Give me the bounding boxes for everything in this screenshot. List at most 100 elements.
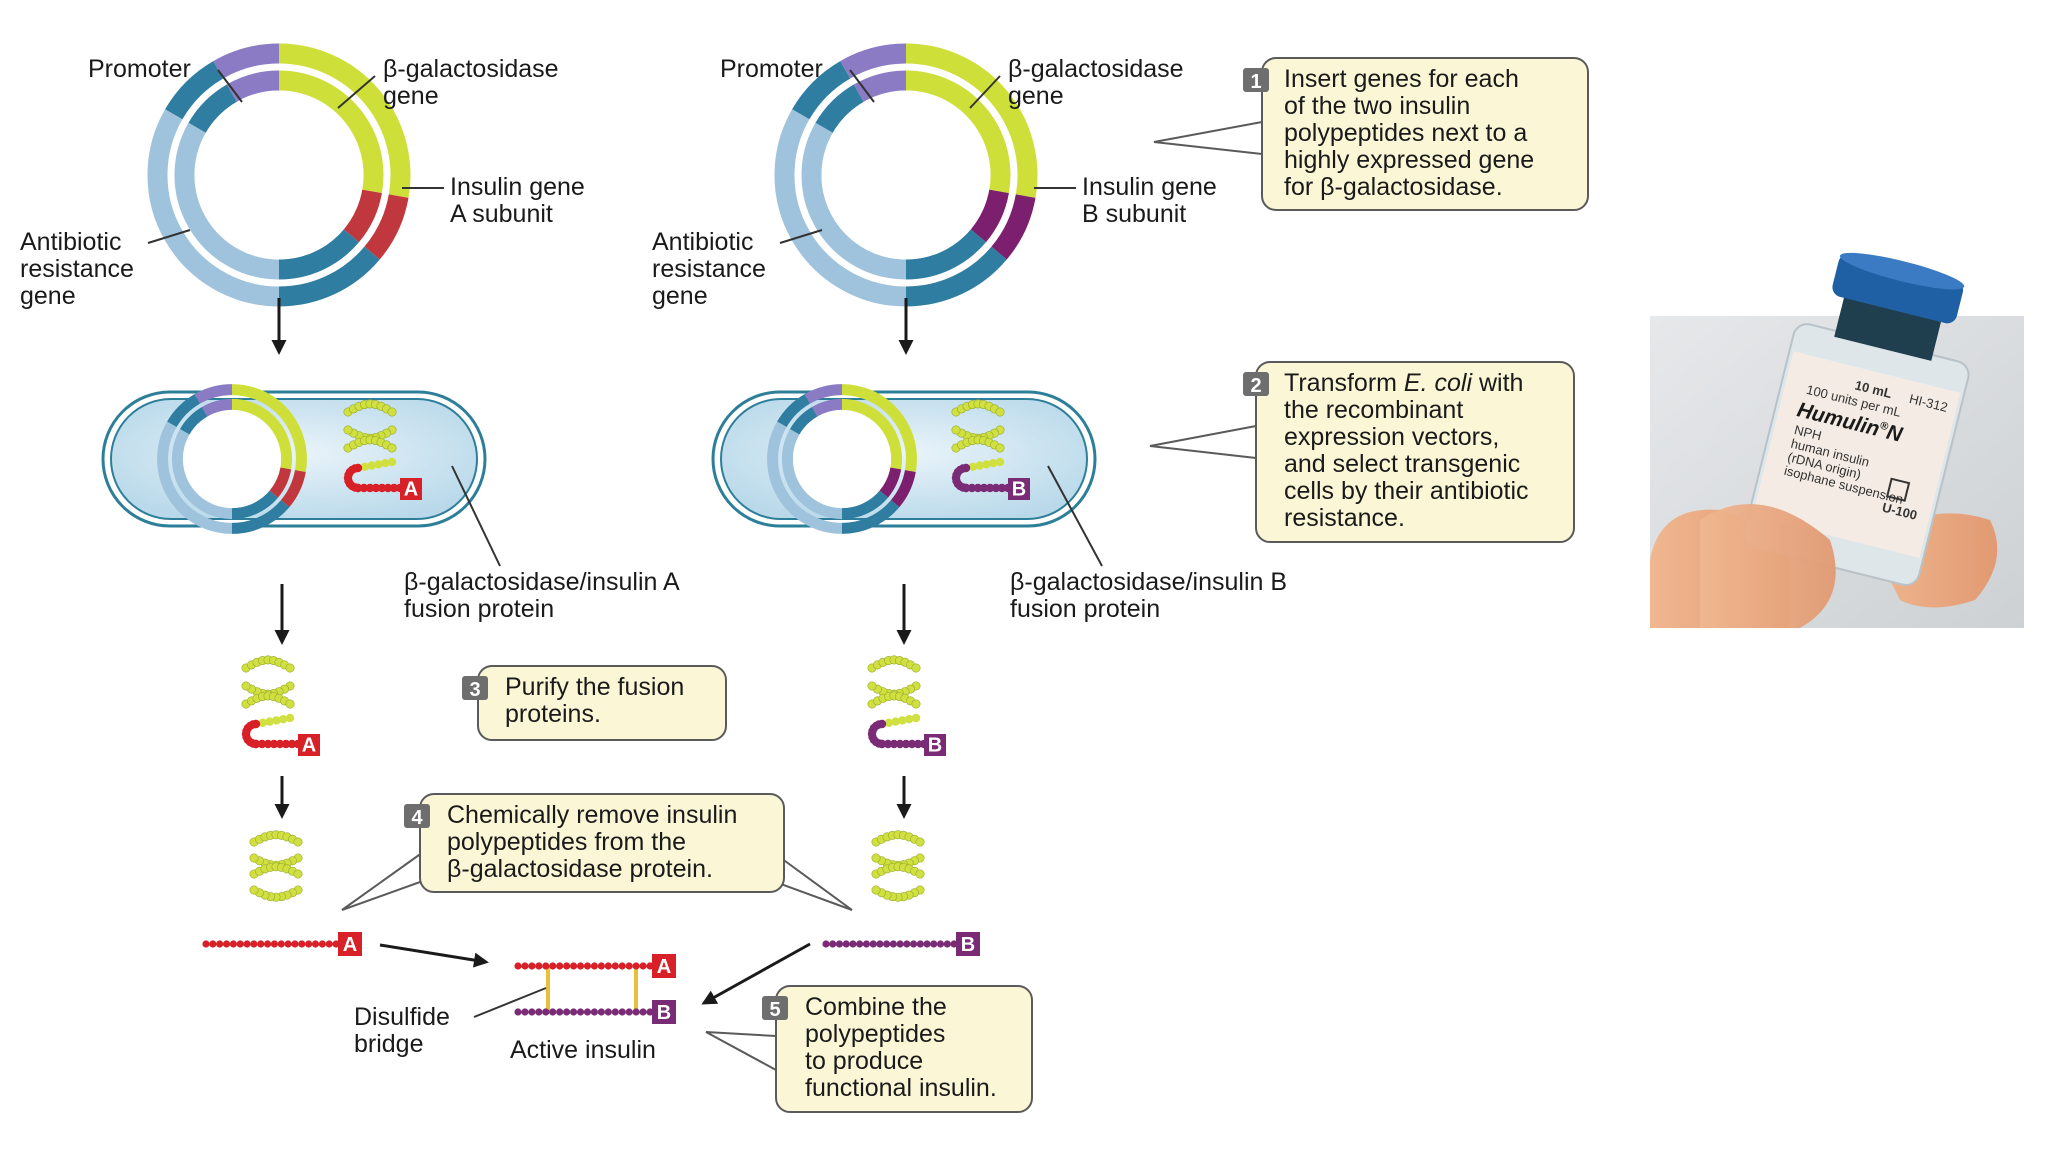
bgal-segment-inner [278, 70, 384, 194]
insulin-chain-a-bead [590, 962, 599, 970]
chain-a-bead [209, 940, 217, 948]
leader-disulfide [473, 987, 547, 1018]
step-4-box [419, 793, 785, 893]
step-2-line-2: the recombinant [1284, 396, 1463, 424]
cell-plasmid-a [157, 384, 307, 534]
chain-b-bead [829, 940, 837, 948]
backbone-segment-outer [165, 61, 224, 120]
bgal-segment-inner [905, 70, 1011, 194]
free-coil-a-bead [293, 837, 303, 847]
insulin-chain-a-bead [576, 962, 585, 970]
insulin-chain-b-bead [549, 1008, 557, 1016]
label-antibiotic-b-3: gene [652, 282, 708, 310]
chain-b-bead [856, 940, 864, 948]
chain-b-bead [930, 940, 938, 948]
insulin-chain-b-bead [563, 1008, 571, 1016]
chain-bead [961, 483, 971, 493]
tail-bead [975, 461, 984, 470]
free-coil-b-bead [915, 837, 925, 847]
chain-b-bead [842, 940, 850, 948]
step-2-line-1-post: with [1472, 369, 1523, 397]
insulin-chain-a-bead [563, 962, 571, 970]
chain-bead [991, 483, 1001, 493]
antibiotic-segment-inner [781, 428, 843, 520]
tail-bead [982, 460, 991, 469]
chain-bead [979, 483, 989, 493]
antibiotic-segment-inner [174, 122, 280, 280]
step-2-line-6: resistance. [1284, 504, 1405, 532]
insulin-chain-b-bead [632, 1008, 640, 1016]
insulin-chain-a-bead [556, 962, 564, 970]
tail-bead [272, 716, 281, 725]
free-bgal-coil-b [871, 830, 925, 902]
backbone-segment-outer [841, 499, 900, 534]
tail-bead [381, 459, 390, 468]
step-3-number: 3 [469, 679, 480, 701]
tag-box [298, 734, 320, 756]
step-3-line-1: Purify the fusion [505, 673, 684, 701]
step-2-badge [1243, 372, 1269, 396]
step-4-callout: 4 Chemically remove insulin polypeptides… [341, 793, 853, 911]
coil-bead [995, 443, 1005, 453]
chain-a-bead [305, 940, 313, 948]
chain-bead [901, 739, 911, 749]
insulin-chain-a-bead [597, 962, 605, 970]
step-1-line-5: for β-galactosidase. [1284, 173, 1503, 201]
insulin-segment-inner [879, 467, 902, 498]
step-5-line-4: functional insulin. [805, 1074, 997, 1102]
vial-reg: ® [1879, 420, 1891, 434]
tag-a-letter: A [343, 934, 357, 956]
chain-b-bead [943, 940, 951, 948]
step-5-badge [762, 996, 788, 1020]
active-insulin-molecule: AB [514, 954, 676, 1024]
insulin-chain-a-bead [569, 962, 578, 970]
chain-b-bead [883, 940, 891, 948]
insulin-segment-outer [890, 469, 916, 508]
insulin-chain-a-bead [535, 962, 543, 970]
chain-b-bead [903, 940, 911, 948]
chain-bead [263, 739, 273, 749]
step-2-line-1: Transform E. coli with [1284, 369, 1523, 397]
backbone-segment-outer [905, 246, 1007, 307]
callout-pointer-1 [1153, 121, 1263, 155]
promoter-segment-outer [213, 43, 280, 79]
step-5-line-1: Combine the [805, 993, 947, 1021]
chain-a-bead [332, 940, 340, 948]
step-5-callout: 5 Combine the polypeptides to produce fu… [705, 985, 1033, 1113]
bgal-segment-outer [841, 384, 917, 473]
insulin-chain-b-bead [611, 1008, 619, 1016]
promoter-segment-inner [201, 398, 233, 417]
promoter-segment-inner [853, 70, 907, 102]
label-antibiotic-b-2: resistance [652, 255, 766, 283]
leader-bgal-a [337, 75, 376, 109]
tag-letter: B [928, 735, 942, 757]
coil-bead [387, 407, 397, 417]
step-2-line-1-em: E. coli [1404, 369, 1474, 397]
chain-bead [353, 483, 363, 493]
coil-bead [387, 443, 397, 453]
plasmid-center [194, 90, 364, 260]
tag-b-letter: B [961, 934, 975, 956]
chain-bead [973, 483, 983, 493]
leader-fusion-b [1047, 465, 1103, 567]
insulin-segment-outer [364, 194, 409, 260]
vial-line-1: NPH [1793, 422, 1823, 443]
label-bgal-gene-a-1: β-galactosidase [383, 55, 559, 83]
insulin-segment-outer [280, 469, 306, 508]
ecoli-cell-a: A [101, 384, 487, 534]
insulin-chain-b: B [822, 932, 980, 956]
label-active-insulin: Active insulin [510, 1036, 656, 1064]
backbone-segment-outer [231, 499, 290, 534]
insulin-chain-b-bead [521, 1008, 529, 1016]
coil-bead [911, 663, 921, 673]
chain-a-bead [318, 940, 326, 948]
chain-bead [287, 739, 297, 749]
chain-bead [883, 739, 893, 749]
step-5-number: 5 [769, 999, 780, 1021]
tail-bead [898, 716, 907, 725]
tail-bead [360, 462, 369, 471]
tag-b-box [956, 932, 980, 956]
antibiotic-segment-outer [157, 421, 233, 534]
step-2-number: 2 [1250, 375, 1261, 397]
chain-a-bead [277, 940, 285, 948]
